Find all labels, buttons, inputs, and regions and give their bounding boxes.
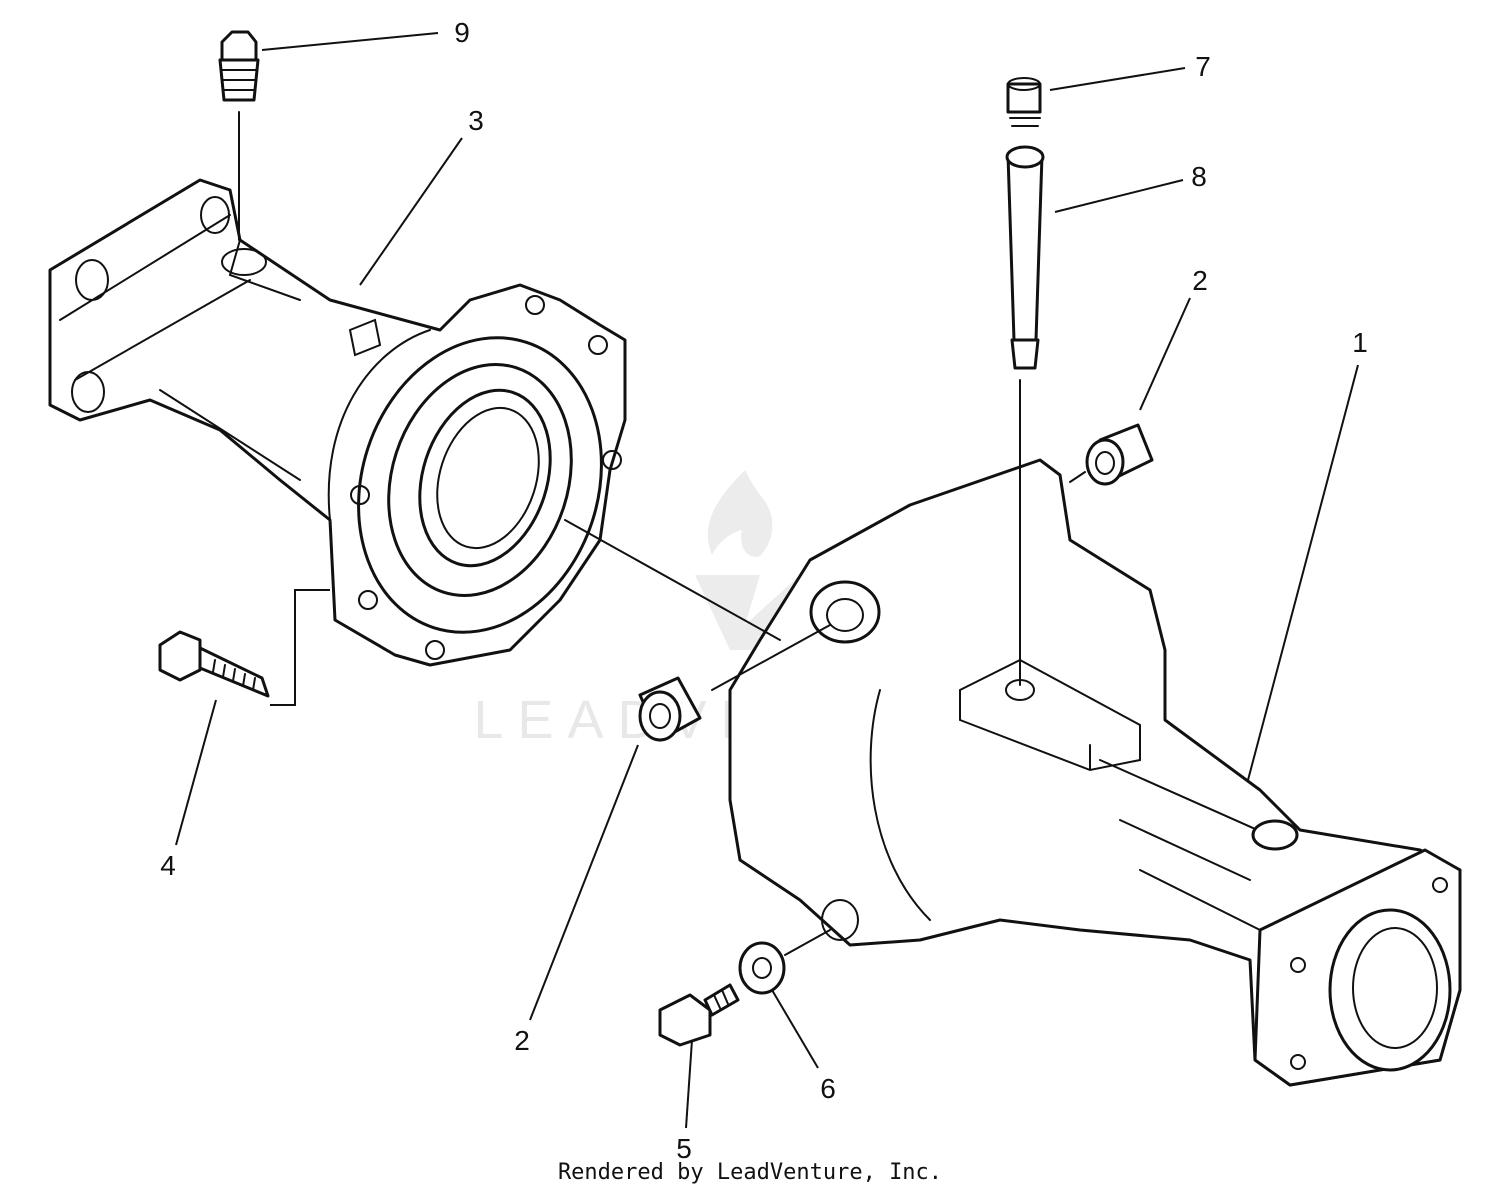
- alignment-lines: [564, 519, 831, 956]
- leader-lines: [175, 32, 1359, 1129]
- part-6-washer: [738, 941, 786, 995]
- callout-3: 3: [468, 105, 484, 136]
- callout-5: 5: [676, 1133, 692, 1164]
- callout-labels: 9 3 7 8 2 1 4 2 6 5: [160, 17, 1368, 1164]
- part-8-tube: [1005, 145, 1045, 686]
- part-1-rear-housing: [728, 458, 1462, 1087]
- callout-4: 4: [160, 850, 176, 881]
- part-9-vent-plug: [218, 30, 260, 241]
- part-5-drain-plug: [658, 983, 740, 1047]
- callout-7: 7: [1195, 51, 1211, 82]
- callout-2-lower: 2: [514, 1025, 530, 1056]
- callout-2-upper: 2: [1192, 265, 1208, 296]
- part-7-plug: [1006, 77, 1042, 127]
- callout-9: 9: [454, 17, 470, 48]
- part-2-bushing-upper: [1069, 423, 1154, 486]
- footer-credit: Rendered by LeadVenture, Inc.: [557, 1160, 943, 1185]
- part-3-front-housing: [48, 178, 627, 667]
- callout-1: 1: [1352, 327, 1368, 358]
- callout-8: 8: [1191, 161, 1207, 192]
- part-4-bolt: [158, 589, 330, 706]
- callout-6: 6: [820, 1073, 836, 1104]
- part-2-bushing-lower: [638, 676, 702, 742]
